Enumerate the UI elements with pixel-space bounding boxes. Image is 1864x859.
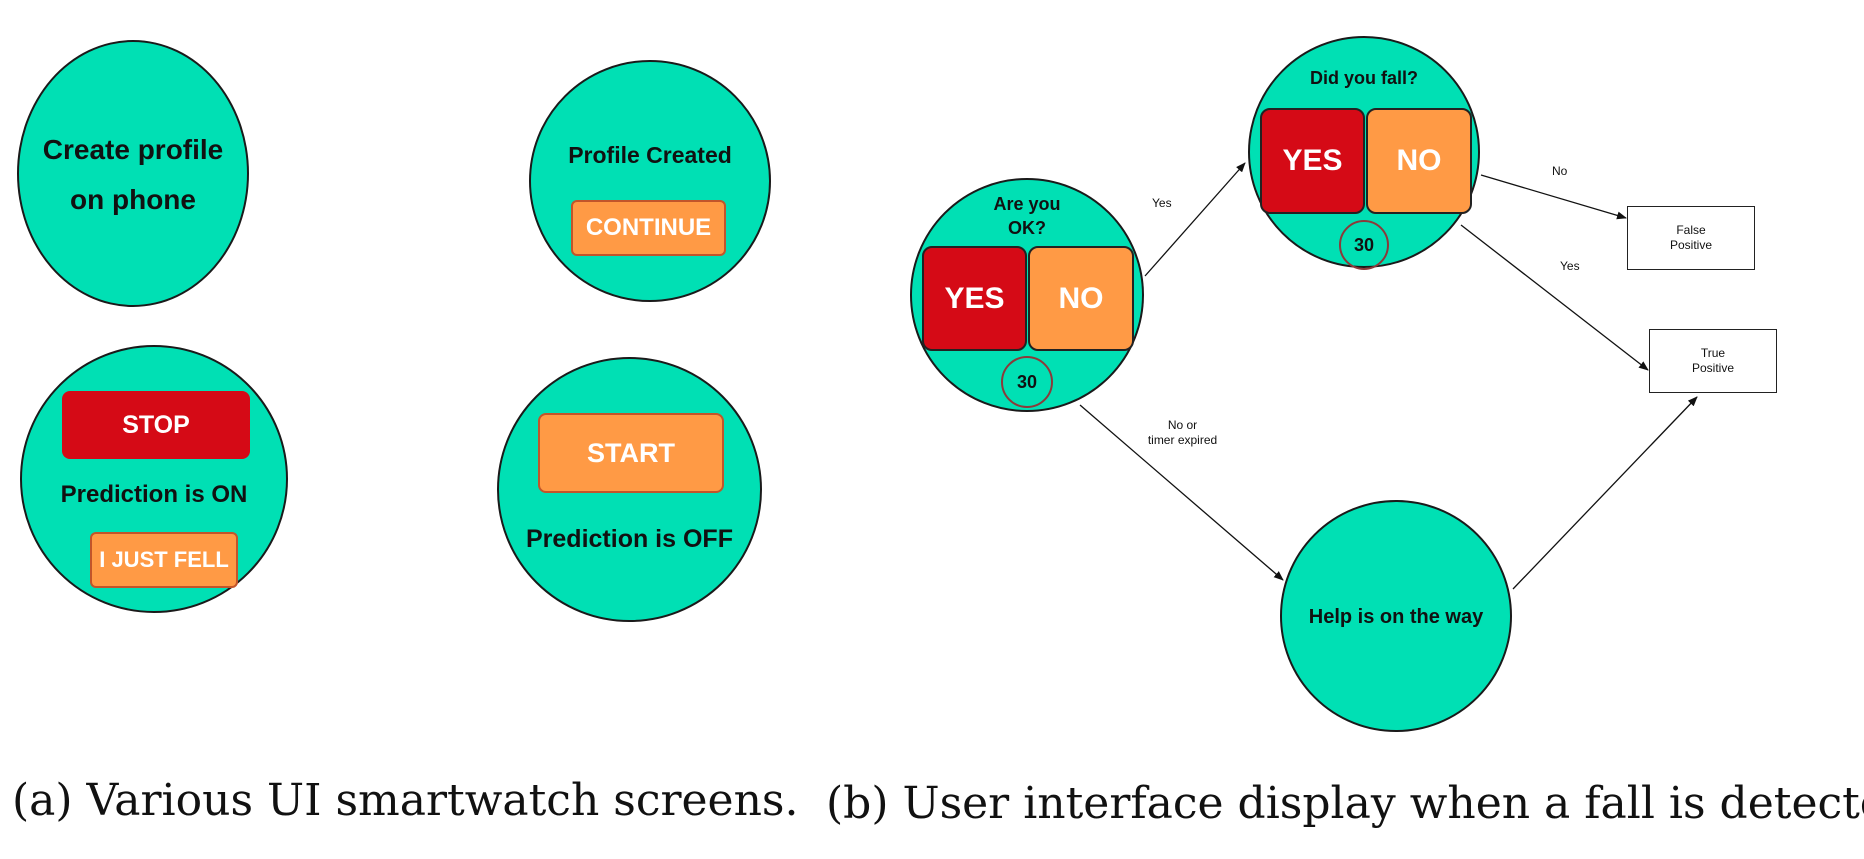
edge-label-ok-to-fall: Yes	[1152, 196, 1172, 210]
watch-help-on-the-way: Help is on the way	[1280, 500, 1512, 732]
watch-are-you-ok: Are you OK? YES NO 30	[910, 178, 1144, 412]
arrow-ok-to-help	[1079, 404, 1284, 581]
i-just-fell-button[interactable]: I JUST FELL	[90, 532, 238, 588]
stop-button[interactable]: STOP	[62, 391, 250, 459]
true-positive-line2: Positive	[1691, 361, 1735, 375]
watch-did-you-fall: Did you fall? YES NO 30	[1248, 36, 1480, 270]
are-you-ok-line1: Are you	[993, 194, 1061, 214]
arrow-ok-to-fall	[1144, 162, 1246, 277]
edge-label-ok-to-help: No or timer expired	[1140, 418, 1225, 448]
edge-label-ok-to-help-line2: timer expired	[1147, 433, 1218, 447]
start-button[interactable]: START	[538, 413, 724, 493]
prediction-off-status: Prediction is OFF	[526, 525, 733, 553]
caption-b: (b) User interface display when a fall i…	[826, 778, 1864, 829]
watch-create-profile: Create profile on phone	[17, 40, 249, 307]
caption-a: (a) Various UI smartwatch screens.	[12, 775, 799, 826]
countdown-timer: 30	[1339, 220, 1389, 270]
no-button[interactable]: NO	[1366, 108, 1472, 214]
watch-profile-created: Profile Created CONTINUE	[529, 60, 771, 302]
edge-label-fall-to-false: No	[1552, 164, 1568, 178]
edge-label-fall-to-true: Yes	[1560, 259, 1580, 273]
help-text: Help is on the way	[1308, 606, 1484, 628]
false-positive-line2: Positive	[1669, 238, 1713, 252]
yes-button[interactable]: YES	[922, 246, 1027, 351]
countdown-timer: 30	[1001, 356, 1053, 408]
create-profile-line1: Create profile	[42, 134, 224, 165]
arrow-help-to-true-positive	[1512, 396, 1698, 590]
watch-prediction-off: START Prediction is OFF	[497, 357, 762, 622]
true-positive-line1: True	[1700, 346, 1726, 360]
did-you-fall-title: Did you fall?	[1310, 68, 1418, 88]
arrow-fall-to-false-positive	[1480, 174, 1627, 220]
false-positive-line1: False	[1676, 223, 1706, 237]
prediction-on-status: Prediction is ON	[60, 481, 248, 508]
are-you-ok-line2: OK?	[1008, 218, 1046, 238]
edge-label-ok-to-help-line1: No or	[1167, 418, 1198, 432]
profile-created-title: Profile Created	[568, 142, 732, 168]
watch-prediction-on: STOP Prediction is ON I JUST FELL	[20, 345, 288, 613]
no-button[interactable]: NO	[1028, 246, 1134, 351]
create-profile-line2: on phone	[70, 184, 196, 215]
arrow-fall-to-true-positive	[1460, 224, 1649, 371]
continue-button[interactable]: CONTINUE	[571, 200, 726, 256]
yes-button[interactable]: YES	[1260, 108, 1365, 214]
